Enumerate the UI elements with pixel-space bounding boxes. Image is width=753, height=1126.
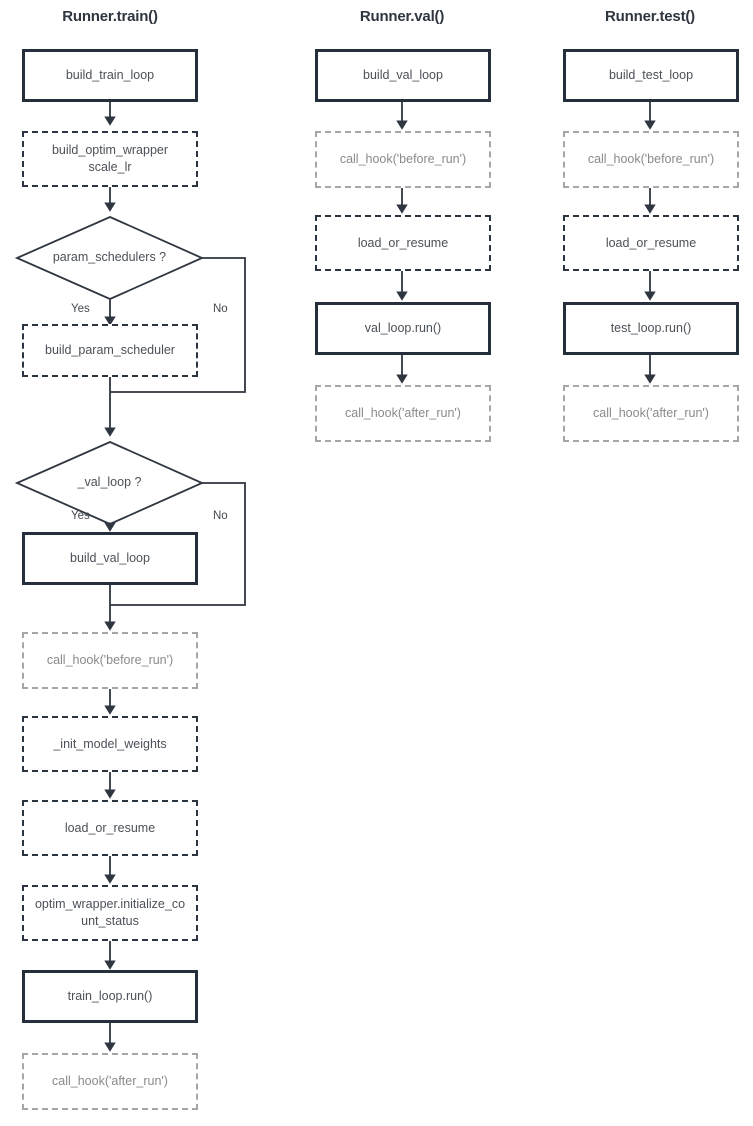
node-build-val-loop-train[interactable]: build_val_loop [22,532,198,585]
node-build-val-loop[interactable]: build_val_loop [315,49,491,102]
node-build-train-loop[interactable]: build_train_loop [22,49,198,102]
edge-label-param-no: No [213,303,228,315]
node-val-loop-run[interactable]: val_loop.run() [315,302,491,355]
node-call-hook-after-run-val[interactable]: call_hook('after_run') [315,385,491,442]
node-load-or-resume-test[interactable]: load_or_resume [563,215,739,271]
decision-val-loop[interactable]: _val_loop ? [17,442,202,524]
node-load-or-resume-train[interactable]: load_or_resume [22,800,198,856]
node-optim-initialize-line1: optim_wrapper.initialize_co [34,897,186,912]
edge-label-valloop-no: No [213,510,228,522]
column-title-val: Runner.val() [359,8,445,25]
node-call-hook-before-run-train[interactable]: call_hook('before_run') [22,632,198,689]
node-call-hook-before-run-test[interactable]: call_hook('before_run') [563,131,739,188]
node-init-model-weights[interactable]: _init_model_weights [22,716,198,772]
decision-val-loop-label: _val_loop ? [77,475,142,489]
node-call-hook-before-run-val[interactable]: call_hook('before_run') [315,131,491,188]
node-optim-wrapper-initialize-count-status[interactable]: optim_wrapper.initialize_co unt_status [22,885,198,941]
node-build-optim-wrapper-line2: scale_lr [88,160,132,174]
edge-label-valloop-yes: Yes [71,510,90,522]
edge-label-param-yes: Yes [71,303,90,315]
node-test-loop-run[interactable]: test_loop.run() [563,302,739,355]
node-call-hook-after-run-train[interactable]: call_hook('after_run') [22,1053,198,1110]
column-title-train: Runner.train() [62,8,158,25]
node-train-loop-run[interactable]: train_loop.run() [22,970,198,1023]
column-title-test: Runner.test() [605,8,695,25]
node-build-param-scheduler[interactable]: build_param_scheduler [22,324,198,377]
node-build-optim-wrapper[interactable]: build_optim_wrapper scale_lr [22,131,198,187]
node-build-optim-wrapper-line1: build_optim_wrapper [51,143,169,158]
node-build-test-loop[interactable]: build_test_loop [563,49,739,102]
node-load-or-resume-val[interactable]: load_or_resume [315,215,491,271]
node-call-hook-after-run-test[interactable]: call_hook('after_run') [563,385,739,442]
node-optim-initialize-line2: unt_status [81,914,139,928]
decision-param-schedulers[interactable]: param_schedulers ? [17,217,202,299]
decision-param-schedulers-label: param_schedulers ? [52,250,167,264]
